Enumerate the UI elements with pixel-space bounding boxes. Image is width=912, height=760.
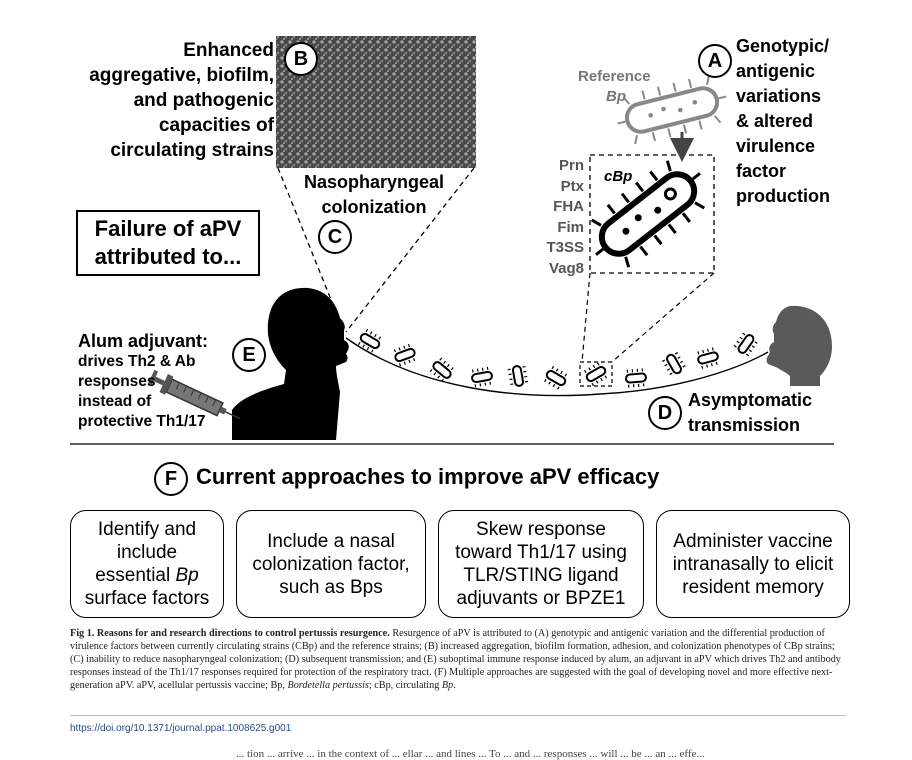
panel-a-line: production [736,186,830,206]
approach-line: intranasally to elicit [672,553,834,575]
small-dashed-box [579,361,613,387]
transmission-curve [345,337,769,397]
approach-line: include [116,542,178,563]
panel-c-line: Nasopharyngeal [303,172,445,192]
panel-d-line: Asymptomatic [688,390,813,410]
caption-title: Fig 1. Reasons for and research directio… [70,628,390,639]
panel-c-text: Nasopharyngeal colonization [286,170,462,220]
approach-box-intranasal: Administer vaccine intranasally to elici… [656,510,850,618]
cut-off-body-text: ... tion ... arrive ... in the context o… [236,748,705,760]
panel-b-line: capacities of [158,115,274,136]
caption-tail-end: . [453,679,456,691]
panel-a-line: variations [736,86,822,106]
caption-tail-italic: Bp [441,679,454,691]
approach-line: Administer vaccine [673,530,833,552]
diagram-graphics [70,36,834,445]
failure-box: Failure of aPV attributed to... [76,210,260,276]
zoom-line-right [345,167,475,333]
approach-line: surface factors [84,588,210,609]
panel-a-line: antigenic [736,61,816,81]
panel-d-line: transmission [688,415,801,435]
approach-line: Skew response [476,519,606,540]
panel-c-line: colonization [321,197,427,217]
panel-e-line: responses [78,373,156,390]
virulence-factor-list: Prn Ptx FHA Fim T3SS Vag8 [530,156,584,279]
factor-t3ss: T3SS [546,239,584,256]
doi-link[interactable]: https://doi.org/10.1371/journal.ppat.100… [70,723,292,734]
approach-line: colonization factor, [252,553,410,575]
label-f: F [154,462,188,496]
syringe-icon [147,369,241,420]
factor-fha: FHA [553,198,584,215]
panel-a-line: factor [736,161,787,181]
approach-line: adjuvants or BPZE1 [456,588,626,609]
approach-box-th1-17: Skew response toward Th1/17 using TLR/ST… [438,510,644,618]
reference-bacterium-icon [617,75,727,145]
approach-line: toward Th1/17 using [455,542,627,563]
exposed-person-silhouette [766,305,832,386]
approach-box-nasal-colonization: Include a nasal colonization factor, suc… [236,510,426,618]
caption-body: Resurgence of aPV is attributed to (A) g… [70,628,841,691]
panel-b-line: aggregative, biofilm, [89,65,274,86]
panel-b-line: Enhanced [183,40,274,61]
panel-e-line: instead of [78,393,152,410]
small-bacteria-chain [358,328,758,390]
caption-italic: Bordetella pertussis [287,679,369,691]
cbp-bacterium-icon [590,160,706,268]
panel-d-text: Asymptomatic transmission [688,388,838,438]
label-b: B [284,42,318,76]
panel-a-line: virulence [736,136,816,156]
label-c: C [318,220,352,254]
panel-b-line: circulating strains [110,140,274,161]
label-d: D [648,396,682,430]
approach-line: essential [95,565,176,586]
figure-caption: Fig 1. Reasons for and research directio… [70,628,846,693]
label-a: A [698,44,732,78]
panel-a-line: Genotypic/ [736,36,830,56]
panel-a-line: & altered [736,111,814,131]
panel-b-text: Enhanced aggregative, biofilm, and patho… [60,38,274,163]
factor-prn: Prn [558,157,584,174]
approach-line: Include a nasal [267,530,395,552]
approach-line-italic: Bp [175,565,199,586]
approach-line: resident memory [682,576,824,598]
approach-line: Identify and [97,519,197,540]
panel-a-text: Genotypic/ antigenic variations & altere… [736,34,856,209]
reference-bp-label: Bp [606,88,626,105]
failure-box-line: attributed to... [94,244,242,269]
caption-tail: ; cBp, circulating [368,679,442,691]
cbp-dashed-box [589,154,715,274]
panel-b-line: and pathogenic [133,90,274,111]
caption-divider [70,715,846,716]
panel-f-title: Current approaches to improve aPV effica… [196,464,660,489]
failure-box-line: Failure of aPV [94,216,242,241]
infected-person-silhouette [232,287,349,440]
panel-e-line: protective Th1/17 [78,413,206,430]
factor-ptx: Ptx [560,177,584,195]
panel-e-text: Alum adjuvant: drives Th2 & Ab responses… [78,330,238,432]
factor-fim: Fim [557,218,584,236]
approach-line: TLR/STING ligand [463,565,619,586]
factor-vag8: Vag8 [548,259,584,277]
reference-label: Reference [578,68,651,85]
cbp-label: cBp [604,168,633,185]
approach-line: such as Bps [279,576,383,598]
label-e: E [232,338,266,372]
panel-e-title: Alum adjuvant: [78,331,209,351]
approach-box-surface-factors: Identify and include essential Bp surfac… [70,510,224,618]
panel-e-line: drives Th2 & Ab [78,353,196,370]
